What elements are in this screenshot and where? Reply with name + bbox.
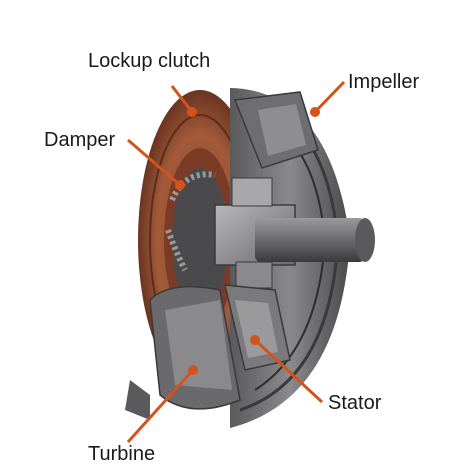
leader-line-impeller xyxy=(313,80,346,114)
leader-line-turbine xyxy=(126,368,195,444)
leader-dot-impeller xyxy=(310,107,320,117)
impeller-shape xyxy=(233,91,319,169)
leader-dot-turbine xyxy=(188,365,198,375)
leader-dot-lockup-clutch xyxy=(187,107,197,117)
housing-base-shape xyxy=(125,380,150,420)
label-turbine: Turbine xyxy=(88,443,156,465)
label-stator: Stator xyxy=(328,392,382,414)
label-lockup-clutch: Lockup clutch xyxy=(88,50,211,72)
label-damper: Damper xyxy=(44,129,116,151)
hub-shaft-shape xyxy=(214,177,375,289)
damper-shape xyxy=(165,168,228,312)
leader-lines xyxy=(126,80,346,444)
leader-line-lockup-clutch xyxy=(170,85,194,113)
stator-shape xyxy=(224,284,291,371)
leader-dot-damper xyxy=(175,180,185,190)
leader-line-stator xyxy=(253,338,324,404)
turbine-shape xyxy=(149,285,241,410)
label-impeller: Impeller xyxy=(348,71,420,93)
leader-line-damper xyxy=(127,138,181,187)
leader-dot-stator xyxy=(250,335,260,345)
